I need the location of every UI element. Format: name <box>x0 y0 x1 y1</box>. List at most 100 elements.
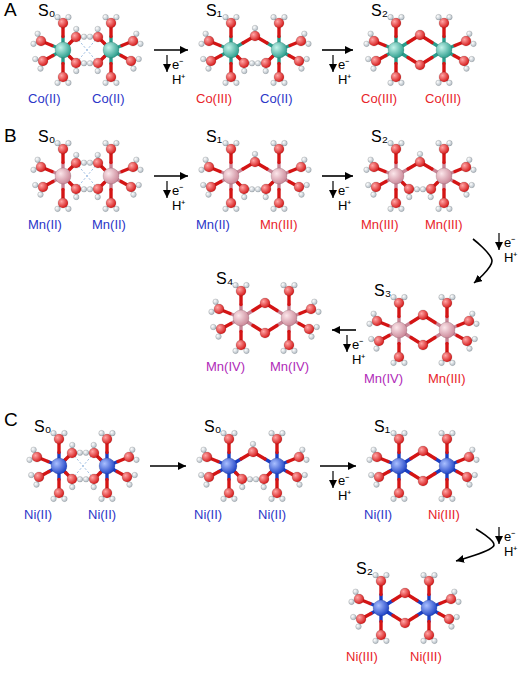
hydrogen-atom <box>368 31 374 37</box>
hydrogen-atom <box>252 25 258 31</box>
hydrogen-atom <box>249 186 255 192</box>
state-label: S₀ <box>204 418 221 436</box>
hydrogen-atom <box>474 321 480 327</box>
hydrogen-atom <box>368 336 374 342</box>
oxygen-atom <box>202 452 212 462</box>
oxygen-atom <box>284 340 294 350</box>
hydrogen-atom <box>297 482 303 488</box>
hydrogen-atom <box>263 194 269 200</box>
oxygen-atom <box>371 56 381 66</box>
release-arrow <box>166 55 167 72</box>
oxygen-atom <box>261 58 271 68</box>
oxygen-atom <box>274 198 284 208</box>
edge-label: e⁻ H⁺ <box>172 58 185 88</box>
edge-label: e⁻ H⁺ <box>338 184 351 214</box>
oxygen-atom <box>442 434 452 444</box>
hydrogen-atom <box>309 334 315 340</box>
oxidation-state-label: Ni(II) <box>364 508 392 522</box>
oxidation-state-label: Co(II) <box>260 92 293 106</box>
state-label: S₂ <box>356 560 373 578</box>
hydrogen-atom <box>73 68 79 74</box>
oxygen-atom <box>236 286 246 296</box>
oxygen-atom <box>374 472 384 482</box>
edge-label: e⁻ H⁺ <box>338 474 351 504</box>
hydrogen-atom <box>371 447 377 453</box>
hydrogen-atom <box>350 614 356 620</box>
oxidation-state-label: Co(III) <box>361 92 397 106</box>
oxygen-atom <box>237 474 247 484</box>
state-node: S₀Co(II)Co(II) <box>22 2 152 112</box>
oxygen-atom <box>439 72 449 82</box>
oxidation-state-label: Mn(IV) <box>270 360 309 374</box>
metal-atom <box>55 42 71 58</box>
release-arrow <box>332 55 333 72</box>
oxygen-atom <box>102 488 112 498</box>
oxidation-state-label: Mn(IV) <box>364 372 403 386</box>
hydrogen-atom <box>204 482 210 488</box>
oxygen-atom <box>462 336 472 346</box>
hydrogen-atom <box>32 56 38 62</box>
oxygen-atom <box>128 162 138 172</box>
oxygen-atom <box>206 182 216 192</box>
oxidation-state-label: Mn(II) <box>28 218 62 232</box>
edge-label: e⁻ H⁺ <box>504 530 517 560</box>
metal-atom <box>233 310 249 326</box>
oxygen-atom <box>58 18 68 28</box>
state-node: S₂Co(III)Co(III) <box>355 2 485 112</box>
oxygen-atom <box>93 32 103 42</box>
panel-letter: C <box>4 410 18 429</box>
oxygen-atom <box>464 316 474 326</box>
edge-label: e⁻ H⁺ <box>504 236 517 266</box>
hydrogen-atom <box>95 152 101 158</box>
oxygen-atom <box>372 452 382 462</box>
metal-atom <box>439 322 455 338</box>
panel-letter: A <box>4 0 17 19</box>
hydrogen-atom <box>199 167 205 173</box>
hydrogen-atom <box>374 346 380 352</box>
oxidation-state-label: Mn(III) <box>428 372 466 386</box>
hydrogen-atom <box>304 56 310 62</box>
oxygen-atom <box>214 304 224 314</box>
oxygen-atom <box>239 58 249 68</box>
oxygen-atom <box>93 58 103 68</box>
state-label: S₁ <box>206 128 222 146</box>
release-arrow <box>332 181 333 198</box>
oxygen-atom <box>294 56 304 66</box>
hydrogen-atom <box>304 182 310 188</box>
state-node: S₄Mn(IV)Mn(IV) <box>200 270 330 380</box>
state-label: S₂ <box>371 2 388 20</box>
state-node: S₂Ni(III)Ni(III) <box>340 560 470 670</box>
hydrogen-atom <box>28 472 34 478</box>
oxygen-atom <box>226 72 236 82</box>
oxygen-atom <box>274 144 284 154</box>
oxygen-atom <box>442 298 452 308</box>
hydrogen-atom <box>368 472 374 478</box>
oxygen-atom <box>260 328 270 338</box>
oxygen-atom <box>391 18 401 28</box>
oxygen-atom <box>459 182 469 192</box>
oxygen-atom <box>38 56 48 66</box>
hydrogen-atom <box>467 31 473 37</box>
hydrogen-atom <box>467 157 473 163</box>
oxygen-atom <box>418 446 428 456</box>
release-arrow <box>332 471 333 488</box>
hydrogen-atom <box>35 31 41 37</box>
hydrogen-atom <box>299 192 305 198</box>
oxygen-atom <box>260 298 270 308</box>
state-node: S₁Co(III)Co(II) <box>190 2 320 112</box>
hydrogen-atom <box>470 311 476 317</box>
hydrogen-atom <box>127 482 133 488</box>
oxygen-atom <box>376 630 386 640</box>
hydrogen-atom <box>131 192 137 198</box>
hydrogen-atom <box>464 66 470 72</box>
oxygen-atom <box>446 594 456 604</box>
oxygen-atom <box>400 588 410 598</box>
hydrogen-atom <box>197 457 203 463</box>
oxygen-atom <box>216 324 226 334</box>
oxygen-atom <box>54 488 64 498</box>
oxygen-atom <box>294 452 304 462</box>
oxidation-state-label: Ni(II) <box>258 508 286 522</box>
oxygen-atom <box>439 18 449 28</box>
hydrogen-atom <box>69 484 75 490</box>
